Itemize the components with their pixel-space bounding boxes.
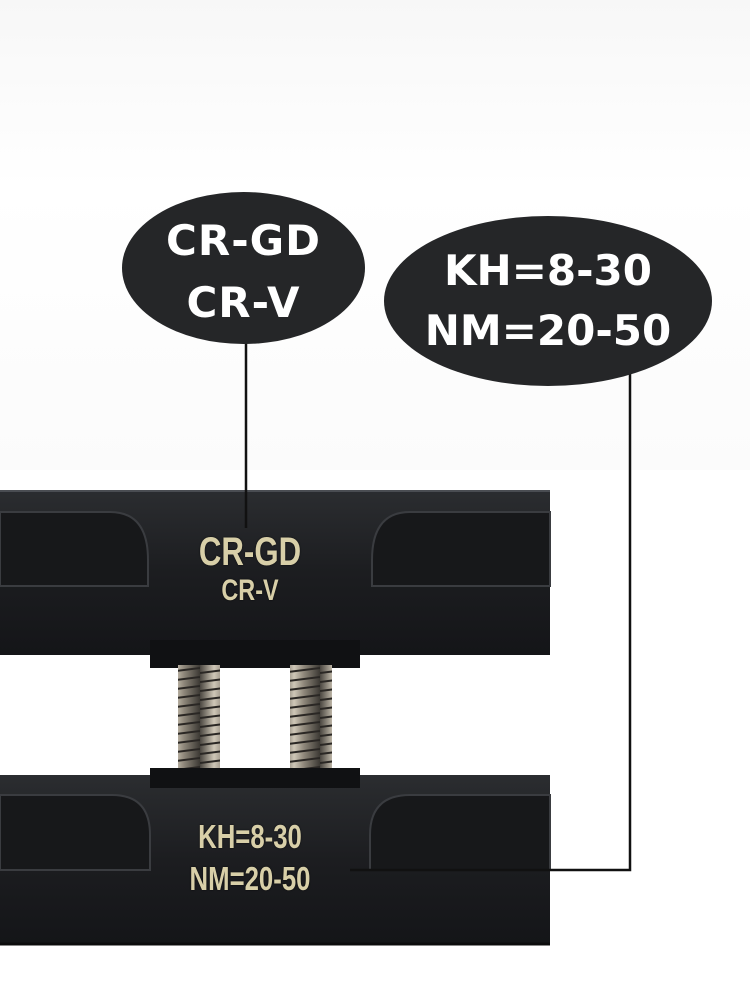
springs: [178, 665, 332, 777]
material-callout: CR-GD CR-V: [122, 192, 365, 344]
upper-jaw: [0, 490, 551, 668]
upper-engraving-line2: CR-V: [221, 574, 279, 607]
lower-engraving-line1: KH=8-30: [198, 818, 302, 855]
material-callout-line1: CR-GD: [166, 216, 321, 265]
spec-callout-line1: KH=8-30: [444, 246, 652, 295]
upper-engraving-line1: CR-GD: [198, 530, 302, 574]
lower-jaw: [0, 768, 551, 946]
material-callout-line2: CR-V: [186, 278, 301, 327]
spec-callout-line2: NM=20-50: [424, 306, 672, 355]
lower-engraving-line2: NM=20-50: [189, 860, 311, 897]
spec-callout: KH=8-30 NM=20-50: [384, 216, 712, 386]
